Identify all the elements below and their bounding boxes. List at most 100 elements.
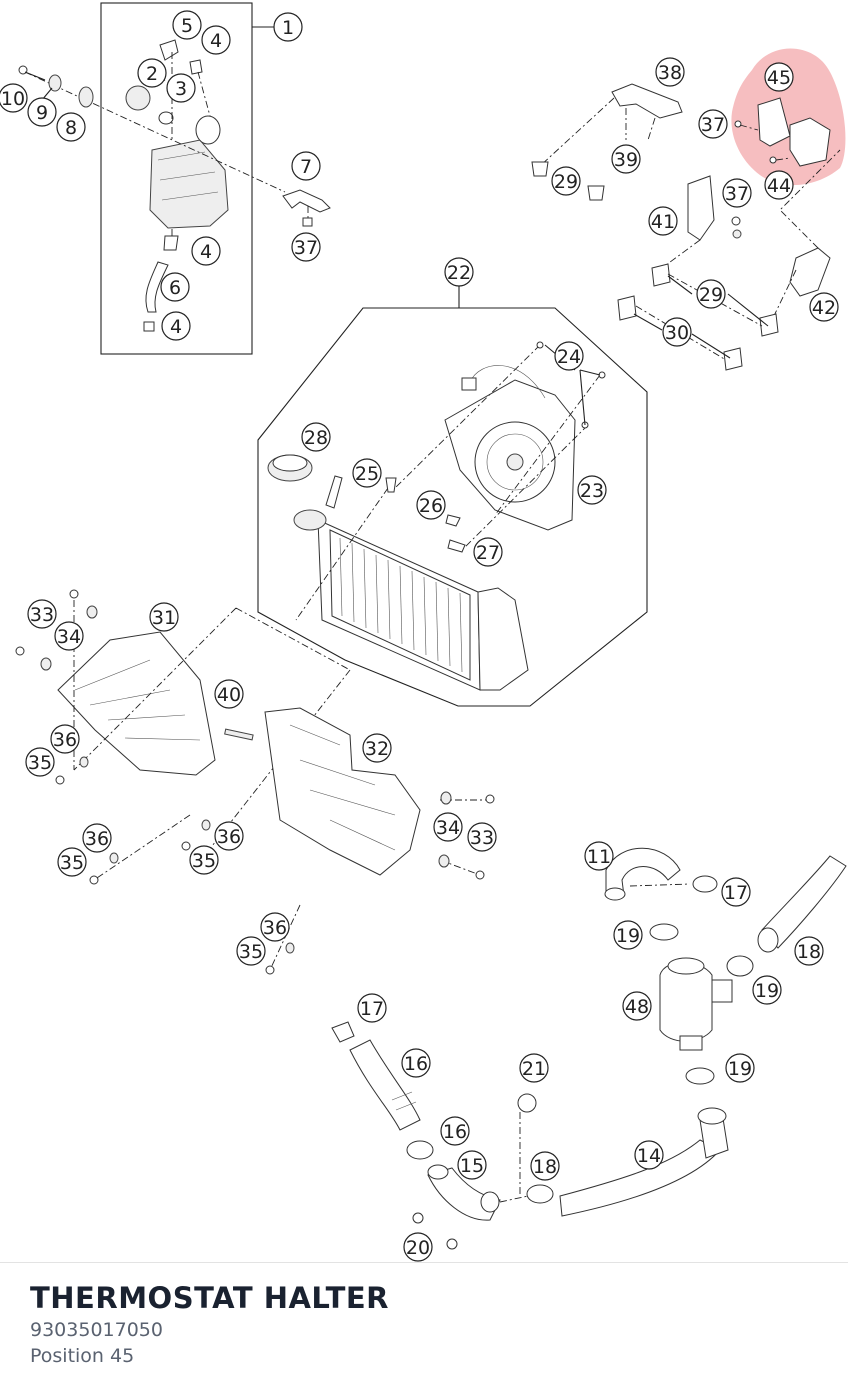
bracket-41 <box>661 175 742 269</box>
callout-29[interactable]: 29 <box>551 166 581 196</box>
part-info-panel: THERMOSTAT HALTER 93035017050 Position 4… <box>0 1262 848 1391</box>
callout-42[interactable]: 42 <box>809 292 839 322</box>
callout-36[interactable]: 36 <box>214 821 244 851</box>
callout-33[interactable]: 33 <box>27 599 57 629</box>
callout-10[interactable]: 10 <box>0 83 28 113</box>
callout-48[interactable]: 48 <box>622 991 652 1021</box>
callout-25[interactable]: 25 <box>352 458 382 488</box>
callout-27[interactable]: 27 <box>473 537 503 567</box>
svg-text:22: 22 <box>447 262 471 284</box>
callout-3[interactable]: 3 <box>166 73 196 103</box>
callout-35[interactable]: 35 <box>236 936 266 966</box>
bracket-38 <box>531 83 683 201</box>
svg-text:18: 18 <box>533 1156 557 1178</box>
callout-45[interactable]: 45 <box>764 62 794 92</box>
svg-text:29: 29 <box>554 171 578 193</box>
svg-text:40: 40 <box>217 684 241 706</box>
svg-text:35: 35 <box>239 941 263 963</box>
callout-30[interactable]: 30 <box>662 317 692 347</box>
svg-text:38: 38 <box>658 62 682 84</box>
callout-39[interactable]: 39 <box>611 144 641 174</box>
callout-44[interactable]: 44 <box>764 170 794 200</box>
callout-34[interactable]: 34 <box>433 812 463 842</box>
radiator-spoiler-31 <box>57 607 351 856</box>
callout-9[interactable]: 9 <box>27 97 57 127</box>
svg-text:15: 15 <box>460 1155 484 1177</box>
svg-text:2: 2 <box>146 63 158 85</box>
svg-text:19: 19 <box>616 925 640 947</box>
callout-37[interactable]: 37 <box>698 109 728 139</box>
callout-37[interactable]: 37 <box>291 232 321 262</box>
svg-text:36: 36 <box>53 729 77 751</box>
callout-17[interactable]: 17 <box>357 993 387 1023</box>
callout-36[interactable]: 36 <box>82 823 112 853</box>
svg-text:30: 30 <box>665 322 689 344</box>
callout-4[interactable]: 4 <box>161 311 191 341</box>
callout-4[interactable]: 4 <box>201 25 231 55</box>
group-box-1 <box>100 2 253 355</box>
callout-15[interactable]: 15 <box>457 1150 487 1180</box>
callout-41[interactable]: 41 <box>648 206 678 236</box>
callout-35[interactable]: 35 <box>25 747 55 777</box>
callout-16[interactable]: 16 <box>401 1048 431 1078</box>
callout-2[interactable]: 2 <box>137 58 167 88</box>
svg-text:4: 4 <box>210 30 222 52</box>
svg-text:32: 32 <box>365 738 389 760</box>
svg-text:19: 19 <box>755 980 779 1002</box>
callout-1[interactable]: 1 <box>273 12 303 42</box>
callout-24[interactable]: 24 <box>554 341 584 371</box>
svg-text:6: 6 <box>169 277 181 299</box>
callout-26[interactable]: 26 <box>416 490 446 520</box>
callout-23[interactable]: 23 <box>577 475 607 505</box>
svg-text:17: 17 <box>360 998 384 1020</box>
callout-37[interactable]: 37 <box>722 178 752 208</box>
svg-text:35: 35 <box>60 852 84 874</box>
callout-19[interactable]: 19 <box>725 1053 755 1083</box>
callout-38[interactable]: 38 <box>655 57 685 87</box>
callout-36[interactable]: 36 <box>260 912 290 942</box>
svg-text:36: 36 <box>85 828 109 850</box>
svg-text:1: 1 <box>282 17 294 39</box>
radiator-spoiler-32 <box>224 707 421 876</box>
svg-text:8: 8 <box>65 117 77 139</box>
callout-19[interactable]: 19 <box>613 920 643 950</box>
svg-text:11: 11 <box>587 846 611 868</box>
callout-32[interactable]: 32 <box>362 733 392 763</box>
callout-34[interactable]: 34 <box>54 621 84 651</box>
svg-text:7: 7 <box>300 156 312 178</box>
callout-6[interactable]: 6 <box>160 272 190 302</box>
callout-40[interactable]: 40 <box>214 679 244 709</box>
callout-7[interactable]: 7 <box>291 151 321 181</box>
callout-36[interactable]: 36 <box>50 724 80 754</box>
svg-text:28: 28 <box>304 427 328 449</box>
thermostat-48 <box>659 957 733 1051</box>
callout-19[interactable]: 19 <box>752 975 782 1005</box>
callout-18[interactable]: 18 <box>530 1151 560 1181</box>
svg-text:16: 16 <box>404 1053 428 1075</box>
callout-17[interactable]: 17 <box>721 877 751 907</box>
callout-4[interactable]: 4 <box>191 236 221 266</box>
callout-18[interactable]: 18 <box>794 936 824 966</box>
callout-22[interactable]: 22 <box>444 257 474 287</box>
callout-31[interactable]: 31 <box>149 602 179 632</box>
svg-text:31: 31 <box>152 607 176 629</box>
callout-5[interactable]: 5 <box>172 10 202 40</box>
callout-14[interactable]: 14 <box>634 1140 664 1170</box>
svg-text:4: 4 <box>200 241 212 263</box>
callout-29[interactable]: 29 <box>696 279 726 309</box>
callout-11[interactable]: 11 <box>584 841 614 871</box>
svg-text:24: 24 <box>557 346 581 368</box>
callout-20[interactable]: 20 <box>403 1232 433 1262</box>
callout-28[interactable]: 28 <box>301 422 331 452</box>
callout-8[interactable]: 8 <box>56 112 86 142</box>
callout-35[interactable]: 35 <box>189 845 219 875</box>
callout-33[interactable]: 33 <box>467 822 497 852</box>
svg-text:4: 4 <box>170 316 182 338</box>
callout-16[interactable]: 16 <box>440 1116 470 1146</box>
svg-text:36: 36 <box>217 826 241 848</box>
bracket-7 <box>282 189 331 227</box>
svg-text:18: 18 <box>797 941 821 963</box>
callout-21[interactable]: 21 <box>519 1053 549 1083</box>
callout-35[interactable]: 35 <box>57 847 87 877</box>
fan-shroud-23 <box>444 365 576 531</box>
